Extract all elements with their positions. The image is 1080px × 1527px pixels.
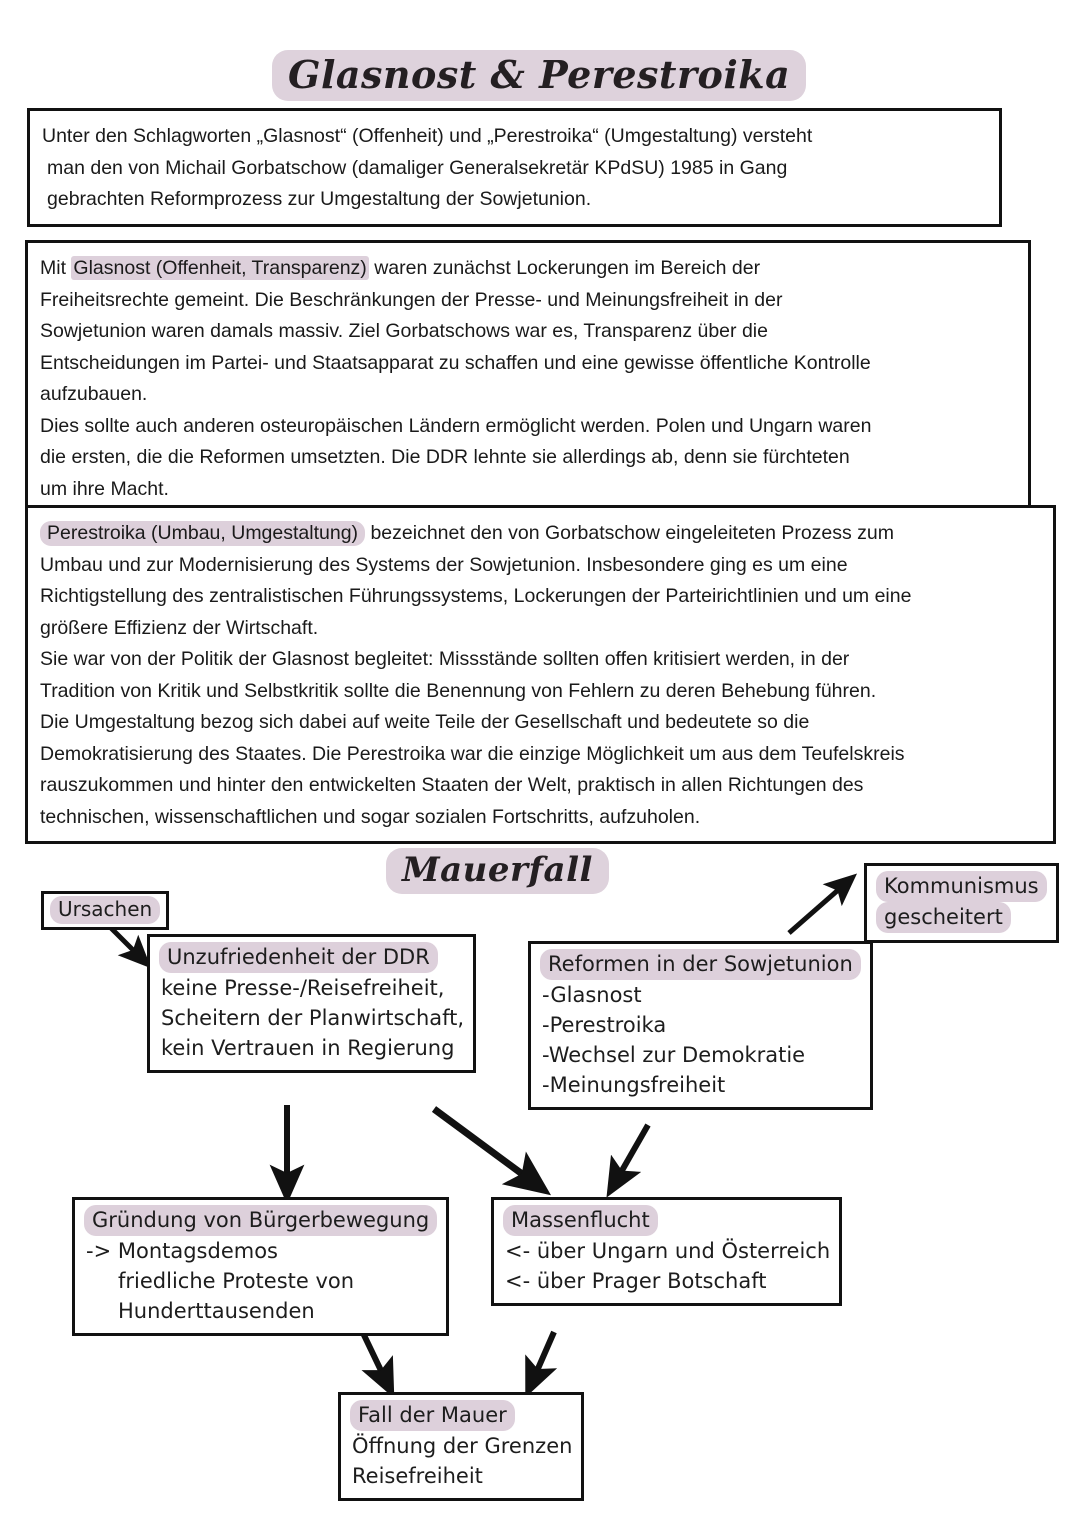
perestroika-line-4: größere Effizienz der Wirtschaft. bbox=[40, 616, 319, 639]
perestroika-line-7: Die Umgestaltung bezog sich dabei auf we… bbox=[40, 711, 810, 733]
node-massenflucht-item-2: <- über Prager Botschaft bbox=[505, 1269, 767, 1293]
perestroika-line-1: Perestroika (Umbau, Umgestaltung) bezeic… bbox=[40, 518, 1041, 550]
arrow-reformen-to-massenflucht bbox=[606, 1123, 651, 1198]
node-kommunismus-title-line2: gescheitert bbox=[876, 902, 1011, 933]
node-unzufriedenheit-title: Unzufriedenheit der DDR bbox=[159, 942, 438, 973]
node-kommunismus-title-row-1: Kommunismus bbox=[876, 871, 1047, 902]
node-unzufriedenheit-item-3: kein Vertrauen in Regierung bbox=[161, 1036, 455, 1060]
node-ursachen: Ursachen bbox=[41, 891, 170, 930]
glasnost-line-5: aufzubauen. bbox=[40, 383, 148, 405]
arrow-unzufriedenheit-to-massenflucht bbox=[431, 1106, 552, 1196]
arrow-buergerbewegung-to-fallmauer bbox=[360, 1331, 395, 1399]
glasnost-line-1-rest: waren zunächst Lockerungen im Bereich de… bbox=[368, 257, 761, 279]
intro-line-2: man den von Michail Gorbatschow (damalig… bbox=[47, 156, 788, 179]
intro-line-3: gebrachten Reformprozess zur Umgestaltun… bbox=[47, 188, 592, 210]
perestroika-line-10: technischen, wissenschaftlichen und soga… bbox=[40, 805, 701, 828]
arrow-ursachen-to-unzufriedenheit bbox=[108, 925, 152, 969]
glasnost-text-box: Mit Glasnost (Offenheit, Transparenz) wa… bbox=[25, 240, 1031, 516]
node-buergerbewegung-item-1: -> Montagsdemos bbox=[86, 1239, 278, 1263]
node-kommunismus-title-line1: Kommunismus bbox=[876, 871, 1047, 902]
node-reformen-item-4: -Meinungsfreiheit bbox=[542, 1073, 726, 1097]
perestroika-line-1-rest: bezeichnet den von Gorbatschow eingeleit… bbox=[365, 522, 895, 544]
glasnost-line-8: um ihre Macht. bbox=[40, 477, 169, 500]
node-kommunismus-title-row-2: gescheitert bbox=[876, 902, 1047, 933]
node-reformen-item-2: -Perestroika bbox=[542, 1013, 667, 1037]
glasnost-line-6: Dies sollte auch anderen osteuropäischen… bbox=[40, 414, 872, 437]
node-buergerbewegung-title: Gründung von Bürgerbewegung bbox=[84, 1205, 438, 1236]
node-fallmauer-item-2: Reisefreiheit bbox=[352, 1464, 483, 1488]
node-buergerbewegung-item-2: friedliche Proteste von bbox=[118, 1269, 355, 1293]
node-unzufriedenheit: Unzufriedenheit der DDR keine Presse-/Re… bbox=[147, 934, 477, 1073]
intro-line-1: Unter den Schlagworten „Glasnost“ (Offen… bbox=[42, 125, 813, 147]
node-reformen-title-row: Reformen in der Sowjetunion bbox=[540, 949, 861, 980]
page-title-text: Glasnost & Perestroika bbox=[272, 50, 807, 101]
node-massenflucht-title-row: Massenflucht bbox=[503, 1205, 830, 1236]
perestroika-line-2: Umbau und zur Modernisierung des Systems… bbox=[40, 553, 848, 576]
node-ursachen-title-row: Ursachen bbox=[50, 896, 161, 924]
node-reformen-title: Reformen in der Sowjetunion bbox=[540, 949, 861, 980]
node-unzufriedenheit-item-2: Scheitern der Planwirtschaft, bbox=[161, 1006, 465, 1030]
glasnost-highlight-term: Glasnost (Offenheit, Transparenz) bbox=[71, 256, 369, 280]
perestroika-highlight-term: Perestroika (Umbau, Umgestaltung) bbox=[40, 521, 366, 546]
perestroika-text-box: Perestroika (Umbau, Umgestaltung) bezeic… bbox=[25, 505, 1056, 844]
node-ursachen-title: Ursachen bbox=[50, 896, 161, 924]
node-reformen-item-3: -Wechsel zur Demokratie bbox=[542, 1043, 806, 1067]
node-fallmauer-title-row: Fall der Mauer bbox=[350, 1400, 572, 1431]
node-massenflucht-item-1: <- über Ungarn und Österreich bbox=[505, 1239, 831, 1263]
glasnost-line-3: Sowjetunion waren damals massiv. Ziel Go… bbox=[40, 320, 768, 342]
perestroika-line-8: Demokratisierung des Staates. Die Perest… bbox=[40, 742, 905, 765]
page-title: Glasnost & Perestroika bbox=[272, 50, 807, 101]
glasnost-line-1: Mit Glasnost (Offenheit, Transparenz) wa… bbox=[40, 253, 1016, 285]
node-buergerbewegung-item-3: Hunderttausenden bbox=[118, 1299, 315, 1323]
node-unzufriedenheit-item-1: keine Presse-/Reisefreiheit, bbox=[161, 976, 445, 1000]
mauerfall-title-text: Mauerfall bbox=[386, 848, 609, 894]
glasnost-line-4: Entscheidungen im Partei- und Staatsappa… bbox=[40, 351, 871, 374]
perestroika-line-6: Tradition von Kritik und Selbstkritik so… bbox=[40, 679, 877, 702]
node-buergerbewegung-title-row: Gründung von Bürgerbewegung bbox=[84, 1205, 438, 1236]
glasnost-line-1-prefix: Mit bbox=[40, 257, 72, 279]
node-reformen: Reformen in der Sowjetunion -Glasnost -P… bbox=[528, 941, 873, 1110]
node-buergerbewegung: Gründung von Bürgerbewegung -> Montagsde… bbox=[72, 1197, 450, 1336]
arrow-massenflucht-to-fallmauer bbox=[525, 1330, 558, 1398]
node-massenflucht: Massenflucht <- über Ungarn und Österrei… bbox=[491, 1197, 843, 1306]
perestroika-line-5: Sie war von der Politik der Glasnost beg… bbox=[40, 648, 850, 670]
node-fall-der-mauer: Fall der Mauer Öffnung der Grenzen Reise… bbox=[338, 1392, 585, 1501]
perestroika-line-3: Richtigstellung des zentralistischen Füh… bbox=[40, 585, 912, 607]
glasnost-line-7: die ersten, die die Reformen umsetzten. … bbox=[40, 446, 850, 468]
perestroika-line-9: rauszukommen und hinter den entwickelten… bbox=[40, 774, 864, 796]
node-fallmauer-item-1: Öffnung der Grenzen bbox=[352, 1434, 573, 1458]
glasnost-line-2: Freiheitsrechte gemeint. Die Beschränkun… bbox=[40, 288, 783, 311]
intro-text-box: Unter den Schlagworten „Glasnost“ (Offen… bbox=[27, 108, 1002, 227]
node-kommunismus-gescheitert: Kommunismus gescheitert bbox=[864, 863, 1059, 943]
mauerfall-title: Mauerfall bbox=[386, 848, 609, 894]
node-reformen-item-1: -Glasnost bbox=[542, 983, 642, 1007]
node-massenflucht-title: Massenflucht bbox=[503, 1205, 658, 1236]
node-unzufriedenheit-title-row: Unzufriedenheit der DDR bbox=[159, 942, 464, 973]
arrow-reformen-to-kommunismus bbox=[787, 873, 858, 935]
node-fallmauer-title: Fall der Mauer bbox=[350, 1400, 515, 1431]
